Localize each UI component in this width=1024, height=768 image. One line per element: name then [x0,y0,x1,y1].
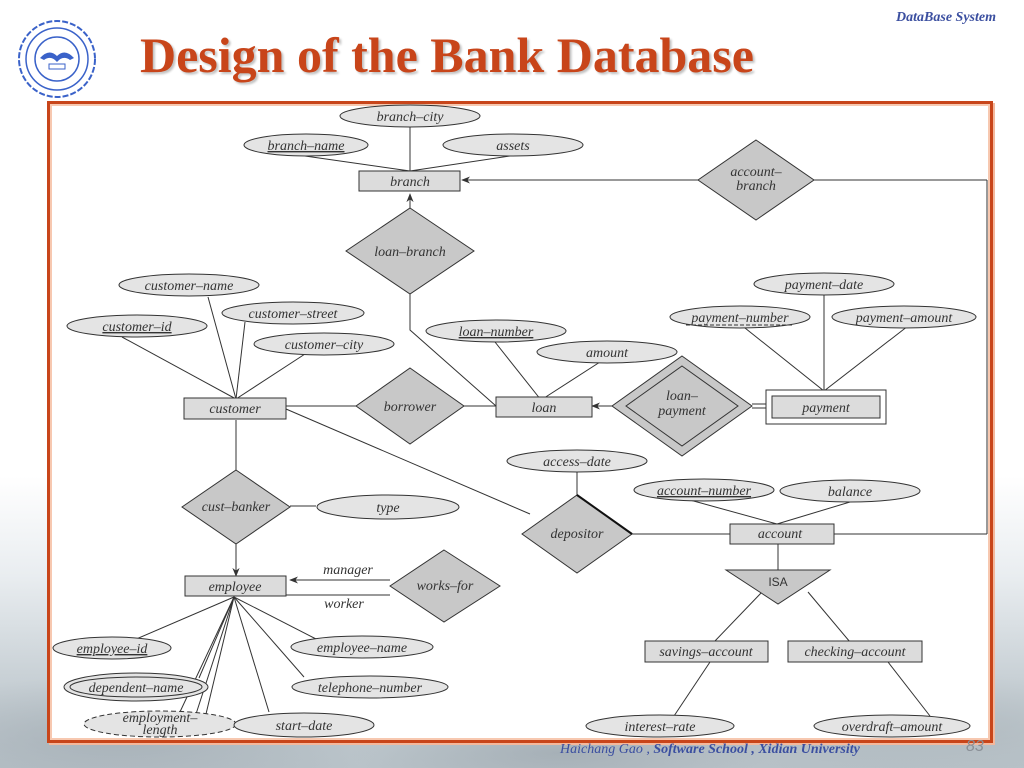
multivalued-attribute-dependent-name[interactable]: dependent–name [63,672,209,702]
svg-text:interest–rate: interest–rate [624,720,695,735]
svg-text:savings–account: savings–account [659,645,753,660]
svg-text:ISA: ISA [768,575,787,589]
attribute-overdraft-amount[interactable]: overdraft–amount [813,714,971,738]
attribute-customer-city[interactable]: customer–city [253,332,395,356]
svg-text:branch–city: branch–city [377,110,445,125]
connector-lines [121,126,988,717]
entity-checking-account[interactable]: checking–account [787,640,923,663]
footer-school: Software School , Xidian University [653,742,860,757]
attribute-branch-city[interactable]: branch–city [339,104,481,128]
footer-credit: Haichang Gao , Software School , Xidian … [560,742,860,758]
attribute-assets[interactable]: assets [442,133,584,157]
attribute-loan-number-key[interactable]: loan–number [425,319,567,343]
weak-entity-payment[interactable]: payment [765,389,887,425]
svg-text:checking–account: checking–account [804,645,906,660]
svg-text:payment–number: payment–number [690,311,789,326]
page-number: 83 [966,738,984,755]
role-label-manager: manager [323,563,373,578]
svg-text:depositor: depositor [551,527,604,542]
svg-text:loan–number: loan–number [459,325,534,340]
svg-text:customer: customer [209,402,261,417]
attribute-amount[interactable]: amount [536,340,678,364]
attribute-payment-date[interactable]: payment–date [753,272,895,296]
svg-text:customer–name: customer–name [145,279,234,294]
entity-branch[interactable]: branch [358,170,461,192]
attribute-start-date[interactable]: start–date [233,712,375,738]
svg-text:employment–: employment– [123,711,199,726]
svg-text:borrower: borrower [384,400,437,415]
entity-customer[interactable]: customer [183,397,287,420]
entity-employee[interactable]: employee [184,575,287,597]
relationship-borrower[interactable]: borrower [355,367,465,445]
svg-text:payment–date: payment–date [784,278,864,293]
attribute-customer-street[interactable]: customer–street [221,301,365,325]
attribute-customer-name[interactable]: customer–name [118,273,260,297]
relationship-works-for[interactable]: works–for [389,549,501,623]
course-tag: DataBase System [896,10,996,25]
svg-text:payment: payment [657,404,707,419]
attribute-employee-id-key[interactable]: employee–id [52,636,172,660]
derived-attribute-employment-length[interactable]: employment– length [83,710,237,738]
svg-text:customer–street: customer–street [249,307,339,322]
attribute-balance[interactable]: balance [779,479,921,503]
attribute-payment-number-partial-key[interactable]: payment–number [669,305,811,329]
university-logo-icon [18,20,96,98]
attribute-type[interactable]: type [316,494,460,520]
svg-text:loan–branch: loan–branch [374,245,446,260]
footer-author: Haichang Gao , [560,742,650,757]
svg-text:employee: employee [209,580,262,595]
svg-text:customer–city: customer–city [285,338,364,353]
svg-text:amount: amount [586,346,629,361]
svg-text:branch: branch [390,175,430,190]
svg-text:employee–id: employee–id [77,642,149,657]
svg-text:account: account [758,527,803,542]
slide-title: Design of the Bank Database [140,27,754,83]
entity-loan[interactable]: loan [495,396,593,418]
svg-text:payment: payment [801,401,851,416]
svg-text:account–: account– [730,165,782,180]
svg-text:branch: branch [736,179,776,194]
isa-specialization[interactable]: ISA [724,569,832,605]
svg-text:cust–banker: cust–banker [202,500,271,515]
entity-savings-account[interactable]: savings–account [644,640,769,663]
svg-text:employee–name: employee–name [317,641,407,656]
svg-text:overdraft–amount: overdraft–amount [842,720,944,735]
svg-text:assets: assets [496,139,530,154]
attribute-account-number-key[interactable]: account–number [633,478,775,502]
relationship-cust-banker[interactable]: cust–banker [181,469,291,545]
er-diagram: branch customer loan payment employee ac… [52,104,988,738]
role-label-worker: worker [324,597,364,612]
svg-text:loan–: loan– [666,389,699,404]
svg-text:branch–name: branch–name [268,139,345,154]
svg-text:access–date: access–date [543,455,611,470]
identifying-relationship-loan-payment[interactable]: loan– payment [611,355,753,457]
svg-text:telephone–number: telephone–number [318,681,423,696]
svg-text:dependent–name: dependent–name [89,681,184,696]
attribute-employee-name[interactable]: employee–name [290,635,434,659]
svg-text:start–date: start–date [276,719,333,734]
relationship-loan-branch[interactable]: loan–branch [345,207,475,295]
attribute-branch-name-key[interactable]: branch–name [243,133,369,157]
relationship-account-branch[interactable]: account– branch [697,139,815,221]
svg-text:loan: loan [532,401,557,416]
attribute-customer-id-key[interactable]: customer–id [66,314,208,338]
attribute-telephone-number[interactable]: telephone–number [291,675,449,699]
relationship-depositor[interactable]: depositor [521,494,633,574]
attribute-access-date[interactable]: access–date [506,449,648,473]
attribute-payment-amount[interactable]: payment–amount [831,305,977,329]
svg-text:payment–amount: payment–amount [855,311,954,326]
svg-text:type: type [376,501,399,516]
svg-text:balance: balance [828,485,872,500]
entity-account[interactable]: account [729,523,835,545]
svg-text:works–for: works–for [417,579,474,594]
svg-text:length: length [143,723,178,738]
er-diagram-frame: branch customer loan payment employee ac… [47,101,993,743]
attribute-interest-rate[interactable]: interest–rate [585,714,735,738]
svg-text:account–number: account–number [657,484,752,499]
svg-text:customer–id: customer–id [102,320,172,335]
